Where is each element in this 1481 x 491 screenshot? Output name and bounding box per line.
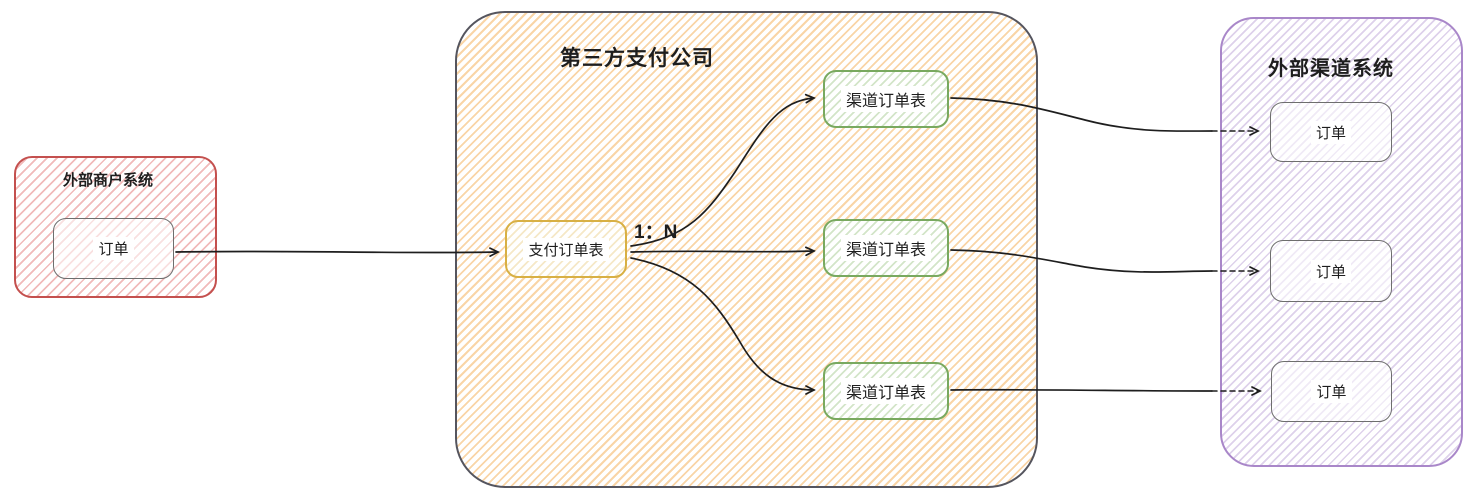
payment-order-table-node: 支付订单表 (505, 220, 627, 278)
merchant-order-label: 订单 (93, 237, 134, 260)
channel-order-label-3: 订单 (1311, 380, 1352, 403)
relation-1-n-label: 1：N (634, 222, 678, 243)
channel-order-node-1: 订单 (1270, 102, 1392, 162)
payment-order-table-label: 支付订单表 (523, 237, 609, 261)
payment-company-title: 第三方支付公司 (560, 47, 714, 70)
channel-order-node-3: 订单 (1271, 361, 1392, 422)
channel-order-table-label-3: 渠道订单表 (840, 378, 931, 404)
channel-order-label-1: 订单 (1310, 120, 1351, 144)
channel-order-table-node-1: 渠道订单表 (823, 70, 949, 128)
channel-order-table-label-2: 渠道订单表 (840, 235, 931, 261)
channel-order-table-node-2: 渠道订单表 (823, 219, 949, 277)
arrow-merchant-order-to-payment-table (175, 247, 500, 258)
channel-system-title: 外部渠道系统 (1268, 58, 1394, 80)
channel-order-label-2: 订单 (1310, 259, 1351, 283)
merchant-order-node: 订单 (53, 218, 174, 279)
channel-order-table-node-3: 渠道订单表 (823, 362, 949, 420)
channel-order-table-label-1: 渠道订单表 (840, 86, 931, 112)
merchant-system-title: 外部商户系统 (63, 172, 154, 189)
channel-order-node-2: 订单 (1270, 240, 1392, 302)
